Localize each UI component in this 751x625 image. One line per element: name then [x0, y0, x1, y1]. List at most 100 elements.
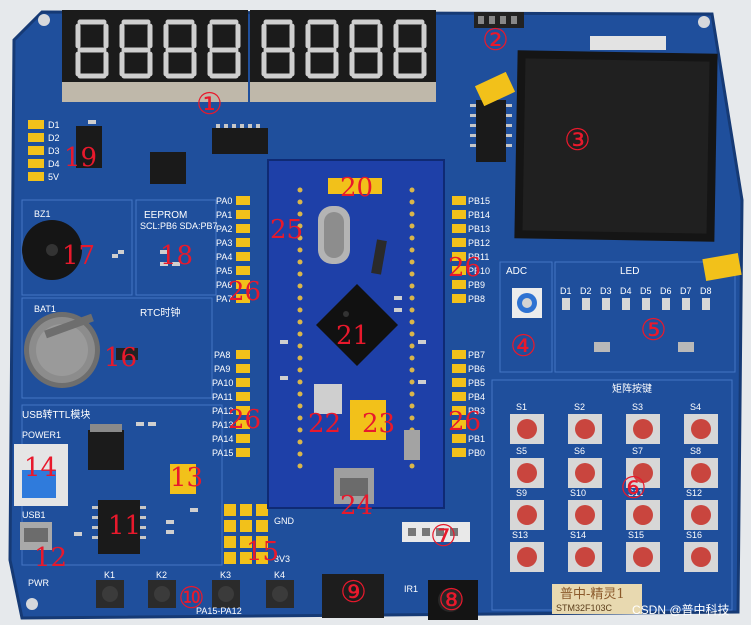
silk-pa1: PA1 — [216, 210, 232, 220]
silk-pb6: PB6 — [468, 364, 485, 374]
led-matrix-module — [514, 50, 718, 242]
callout-25: 25 — [270, 215, 303, 245]
silk-s4: S4 — [690, 402, 701, 412]
silk-led-d7: D7 — [680, 286, 692, 296]
callout-4: ④ — [510, 329, 537, 364]
callout-12: 12 — [34, 543, 67, 573]
silk-s12: S12 — [686, 488, 702, 498]
silk-pa12: PA12 — [212, 406, 233, 416]
silk-pa7: PA7 — [216, 294, 232, 304]
silk-led-d6: D6 — [660, 286, 672, 296]
silk-j10-d1: D1 — [48, 120, 60, 130]
callout-16: 16 — [104, 343, 137, 373]
callout-14: 14 — [24, 453, 57, 483]
silk-led-d4: D4 — [620, 286, 632, 296]
silk-s16: S16 — [686, 530, 702, 540]
silk-led-d5: D5 — [640, 286, 652, 296]
silk-pb4: PB4 — [468, 392, 485, 402]
silk-s1: S1 — [516, 402, 527, 412]
callout-24: 24 — [340, 491, 373, 521]
silk-k4: K4 — [274, 570, 285, 580]
callout-26-c: 26 — [228, 405, 261, 435]
watermark: CSDN @普中科技 — [632, 602, 730, 617]
silk-power: POWER1 — [22, 430, 61, 440]
silk-pb7: PB7 — [468, 350, 485, 360]
silk-led-d3: D3 — [600, 286, 612, 296]
silk-pa14: PA14 — [212, 434, 233, 444]
silk-s3: S3 — [632, 402, 643, 412]
silk-k2: K2 — [156, 570, 167, 580]
matrix-keypad — [510, 414, 718, 572]
silk-matrix: 矩阵按键 — [612, 382, 652, 395]
silk-pb5: PB5 — [468, 378, 485, 388]
silk-usb-ttl: USB转TTL模块 — [22, 408, 90, 421]
silk-3v3: 3V3 — [274, 554, 290, 564]
silk-pa5: PA5 — [216, 266, 232, 276]
callout-6: ⑥ — [620, 471, 647, 506]
silk-pa6: PA6 — [216, 280, 232, 290]
silk-pb8: PB8 — [468, 294, 485, 304]
silk-pa11: PA11 — [212, 392, 233, 402]
callout-23: 23 — [362, 409, 395, 439]
silk-k3: K3 — [220, 570, 231, 580]
silk-pb3: PB3 — [468, 406, 485, 416]
callout-3: ③ — [564, 123, 591, 158]
callout-22: 22 — [308, 409, 341, 439]
callout-2: ② — [482, 23, 509, 58]
silk-s14: S14 — [570, 530, 586, 540]
silk-k1: K1 — [104, 570, 115, 580]
silk-pb12: PB12 — [468, 238, 490, 248]
callout-9: ⑨ — [340, 575, 367, 610]
callout-1: ① — [196, 87, 223, 122]
silk-pwr: PWR — [28, 578, 49, 588]
silk-s6: S6 — [574, 446, 585, 456]
silk-j10-d3: D3 — [48, 146, 60, 156]
silk-led: LED — [620, 266, 639, 277]
silk-pb0: PB0 — [468, 448, 485, 458]
silk-led-d2: D2 — [580, 286, 592, 296]
silk-s10: S10 — [570, 488, 586, 498]
silk-pb11: PB11 — [468, 252, 489, 262]
seven-segment-display-right — [250, 10, 436, 102]
silk-s8: S8 — [690, 446, 701, 456]
callout-17: 17 — [62, 241, 95, 271]
silk-gnd: GND — [274, 516, 295, 526]
callout-15: 15 — [246, 537, 279, 567]
silk-s13: S13 — [512, 530, 528, 540]
callout-13: 13 — [170, 463, 203, 493]
silk-pa10: PA10 — [212, 378, 233, 388]
silk-s15: S15 — [628, 530, 644, 540]
board-name: 普中-精灵1 — [560, 587, 625, 602]
stm32-core-board — [267, 159, 445, 509]
callout-11: 11 — [108, 511, 141, 541]
silk-pb1: PB1 — [468, 434, 485, 444]
silk-pa4: PA4 — [216, 252, 232, 262]
board-model: STM32F103C — [556, 603, 613, 613]
silk-pb10: PB10 — [468, 266, 490, 276]
silk-led-d8: D8 — [700, 286, 712, 296]
callout-7: ⑦ — [430, 519, 457, 554]
silk-pa0: PA0 — [216, 196, 232, 206]
callout-19: 19 — [64, 143, 97, 173]
silk-pb14: PB14 — [468, 210, 490, 220]
silk-eeprom: EEPROM — [144, 210, 187, 221]
silk-adc: ADC — [506, 266, 527, 277]
callout-20: 20 — [340, 173, 373, 203]
silk-s9: S9 — [516, 488, 527, 498]
callout-8: ⑧ — [438, 583, 465, 618]
silk-led-d1: D1 — [560, 286, 572, 296]
silk-rtc: RTC时钟 — [140, 306, 180, 319]
silk-s5: S5 — [516, 446, 527, 456]
silk-pa3: PA3 — [216, 238, 232, 248]
silk-usb1: USB1 — [22, 510, 46, 520]
callout-26-b: 26 — [448, 253, 481, 283]
bottom-keys — [96, 580, 294, 608]
silk-ir: IR1 — [404, 584, 418, 594]
silk-s11: S11 — [628, 488, 643, 498]
silk-bat1: BAT1 — [34, 304, 56, 314]
silk-pa2: PA2 — [216, 224, 232, 234]
callout-10: ⑩ — [178, 581, 205, 616]
seven-segment-display-left — [62, 10, 248, 102]
